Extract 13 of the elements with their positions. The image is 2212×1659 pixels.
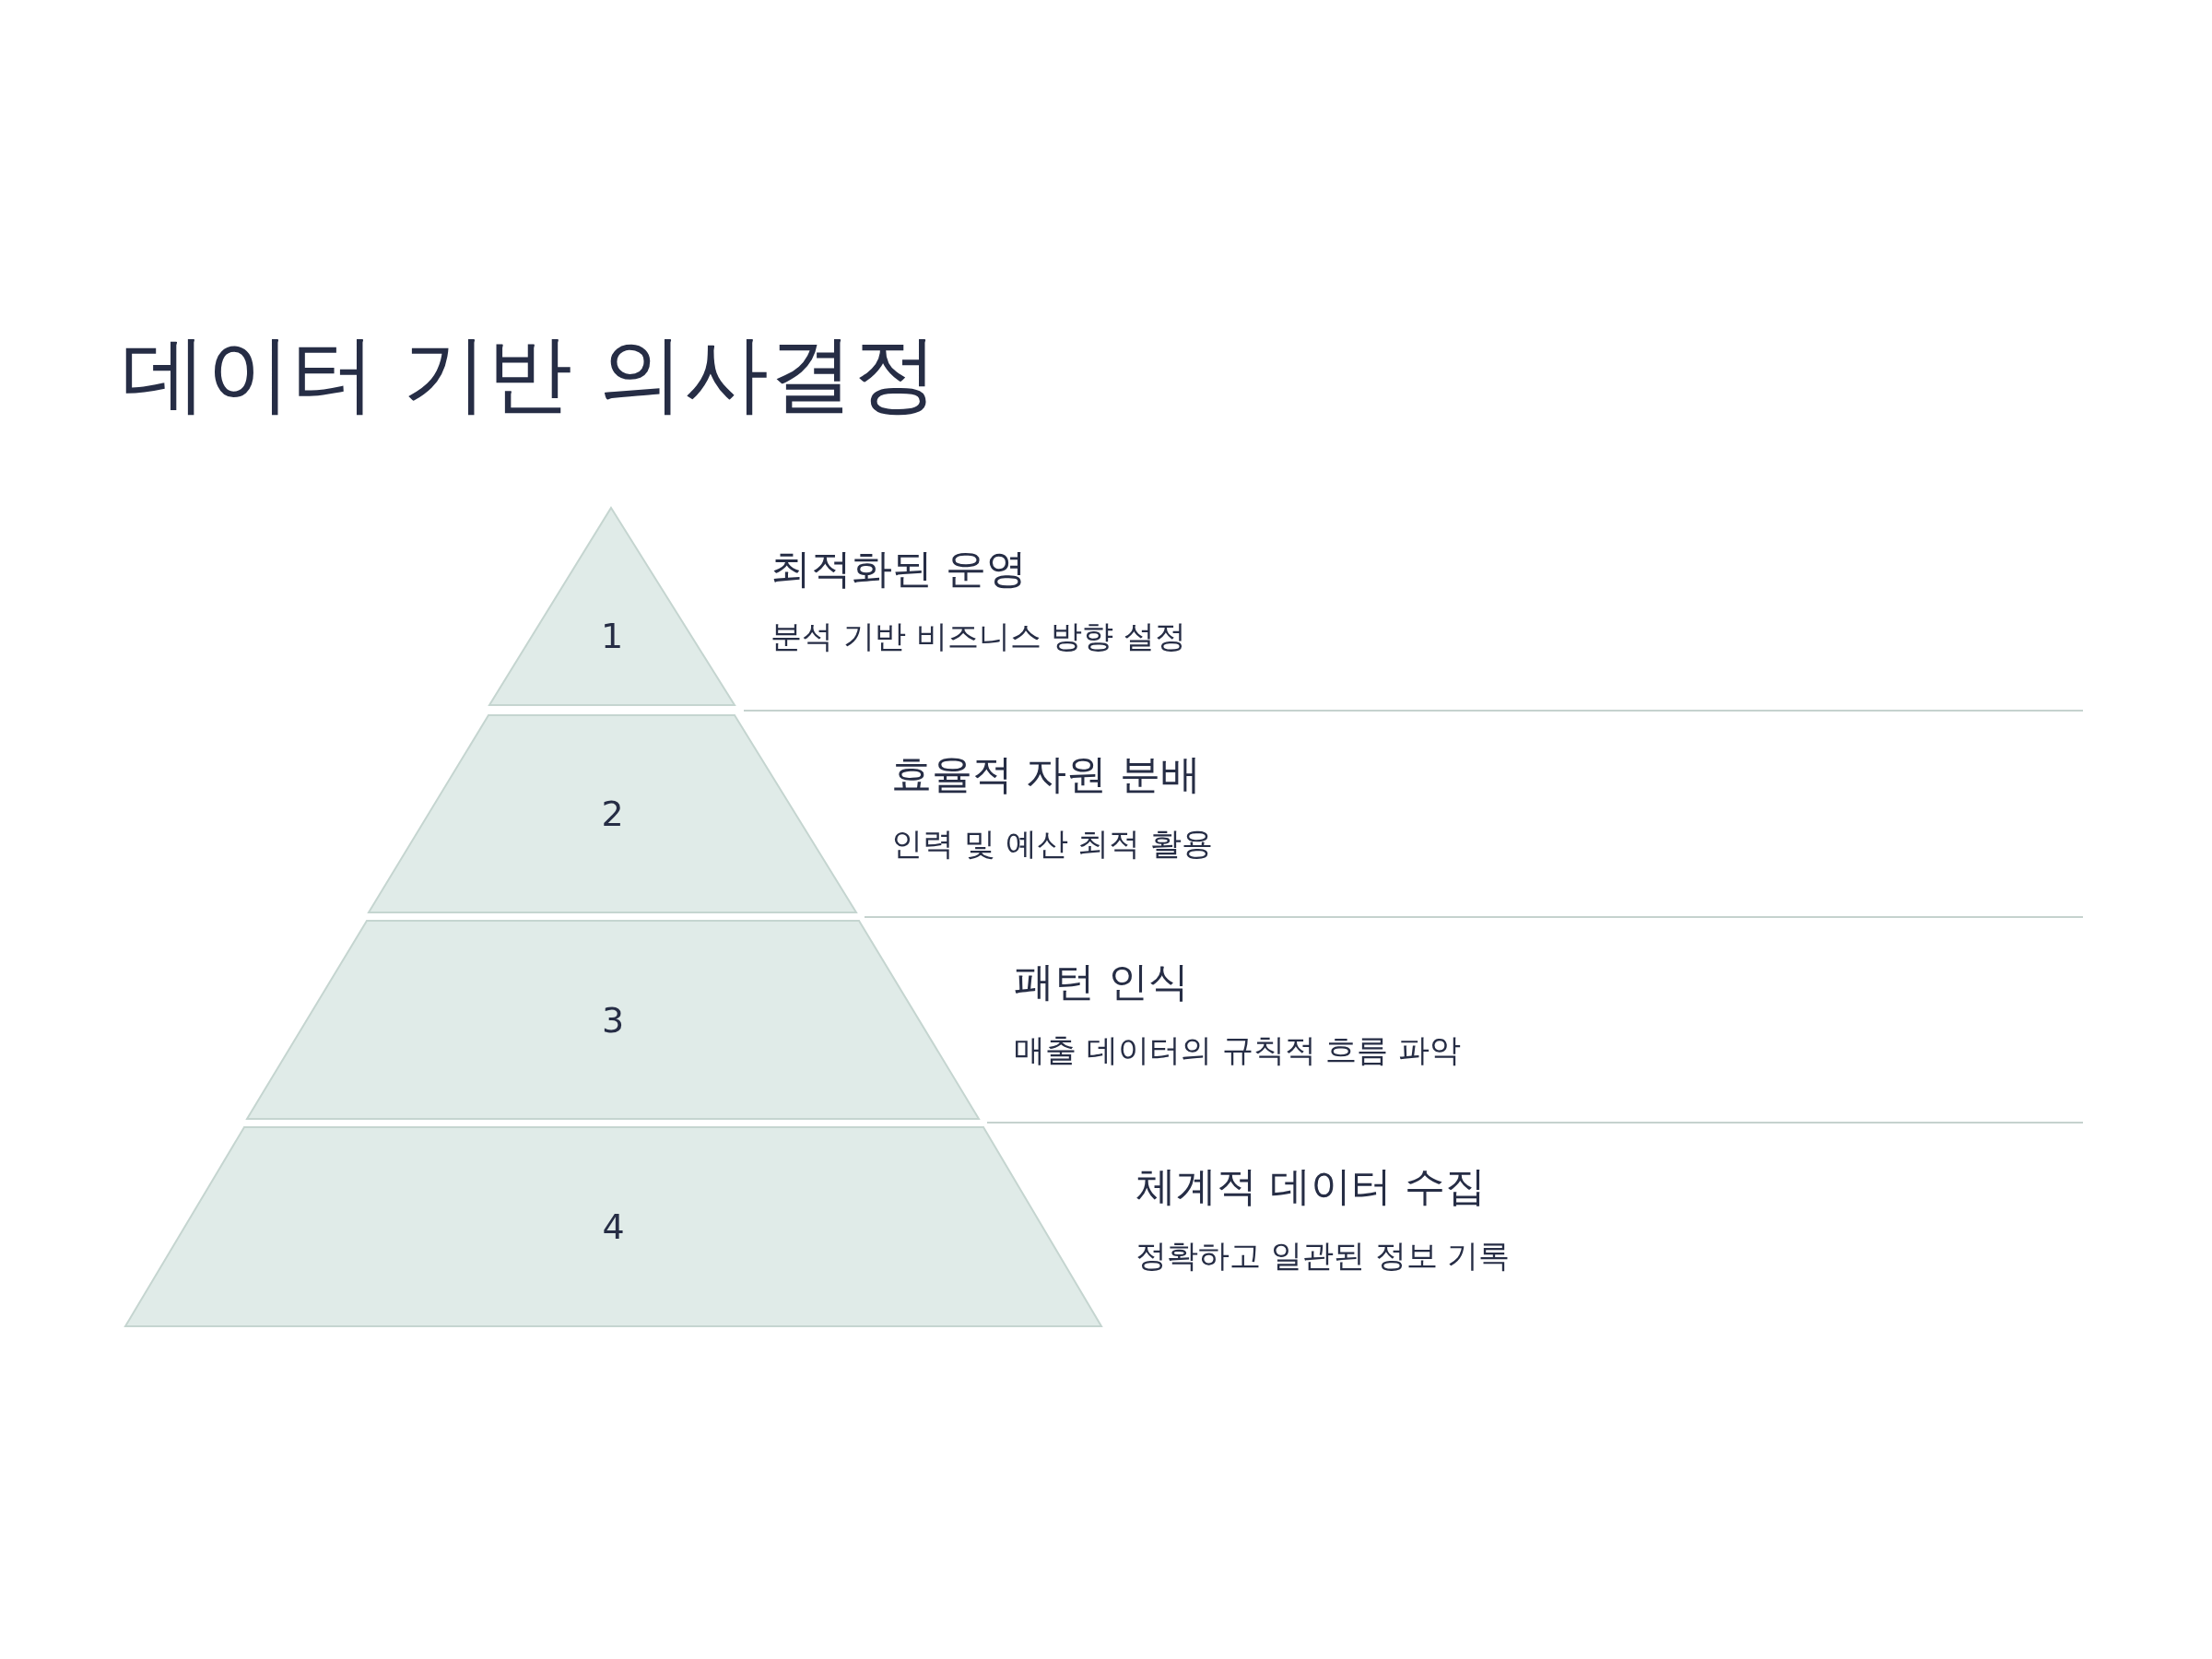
tier-heading: 체계적 데이터 수집 [1135, 1161, 1486, 1212]
tier-description: 인력 및 예산 최적 활용 [891, 823, 1214, 864]
tier-heading: 패턴 인식 [1014, 957, 1189, 1007]
tier-number: 3 [600, 998, 626, 1042]
tier-description: 정확하고 일관된 정보 기록 [1135, 1235, 1511, 1276]
tier-number: 4 [601, 1206, 626, 1249]
tier-description: 매출 데이터의 규칙적 흐름 파악 [1014, 1030, 1462, 1070]
tier-heading: 최적화된 운영 [771, 544, 1027, 594]
tier-number: 2 [600, 793, 625, 836]
title: 데이터 기반 의사결정 [122, 327, 939, 421]
tier-number: 1 [599, 615, 625, 658]
tier-heading: 효율적 자원 분배 [891, 749, 1201, 800]
tier-description: 분석 기반 비즈니스 방향 설정 [771, 616, 1187, 656]
